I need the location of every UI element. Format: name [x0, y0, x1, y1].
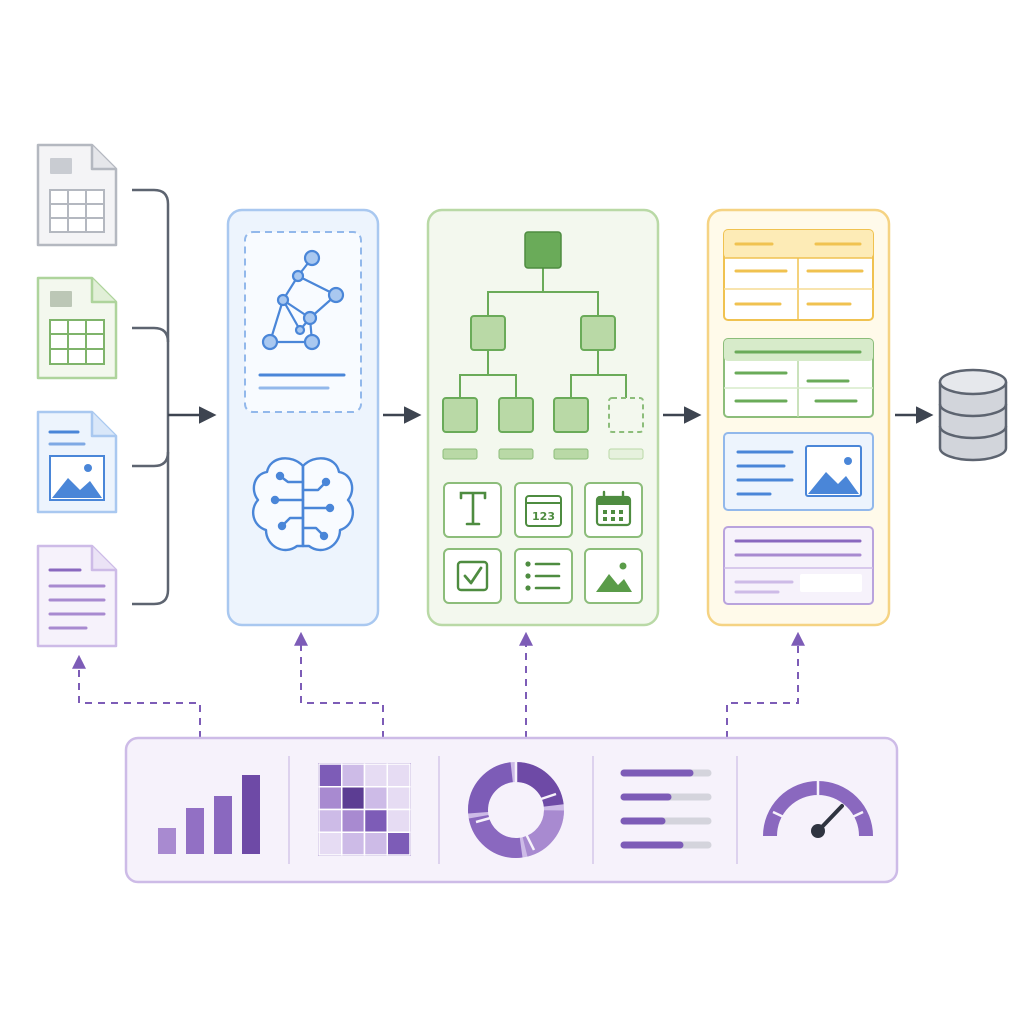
donut-chart-icon — [468, 762, 564, 858]
number-calendar-icon: 123 — [514, 482, 573, 538]
schema-panel: 123 — [426, 208, 660, 627]
heatmap-cell — [318, 786, 343, 811]
schema-tree — [442, 231, 644, 460]
structured-output-panel — [706, 208, 891, 627]
heatmap-cell — [341, 831, 366, 856]
date-calendar-icon — [584, 482, 643, 538]
image-field-icon — [584, 548, 643, 604]
field-type-icons: 123 — [443, 482, 643, 604]
gauge-icon — [763, 780, 873, 838]
graph-network-icon — [261, 249, 345, 351]
output-card-green — [723, 338, 874, 418]
heatmap-cell — [341, 808, 366, 833]
heatmap-cell — [363, 786, 388, 811]
heatmap-cell — [318, 763, 343, 788]
heatmap-cell — [341, 763, 366, 788]
text-doc-icon — [36, 544, 118, 648]
list-icon — [514, 548, 573, 604]
heatmap-icon — [318, 763, 411, 856]
extraction-panel — [226, 208, 380, 627]
heatmap-cell — [363, 808, 388, 833]
calendar-day-text: 123 — [532, 510, 555, 523]
output-card-blue — [723, 432, 874, 511]
spreadsheet-doc-icon — [36, 143, 118, 247]
table-doc-icon — [36, 276, 118, 380]
heatmap-cell — [386, 831, 411, 856]
bar-chart-icon — [158, 775, 260, 854]
output-card-yellow — [723, 229, 874, 321]
heatmap-cell — [318, 808, 343, 833]
input-merge-bracket — [132, 188, 170, 606]
image-doc-icon — [36, 410, 118, 514]
heatmap-cell — [318, 831, 343, 856]
text-field-icon — [443, 482, 502, 538]
heatmap-cell — [363, 763, 388, 788]
brain-circuit-icon — [251, 457, 355, 552]
database-icon — [938, 368, 1008, 462]
input-documents — [36, 143, 118, 648]
heatmap-cell — [363, 831, 388, 856]
heatmap-cell — [341, 786, 366, 811]
heatmap-cell — [386, 808, 411, 833]
heatmap-cell — [386, 786, 411, 811]
checkbox-icon — [443, 548, 502, 604]
progress-bars-icon — [620, 769, 712, 849]
feedback-connectors — [72, 631, 805, 738]
output-card-purple — [723, 526, 874, 605]
monitoring-dashboard — [124, 736, 899, 884]
heatmap-cell — [386, 763, 411, 788]
